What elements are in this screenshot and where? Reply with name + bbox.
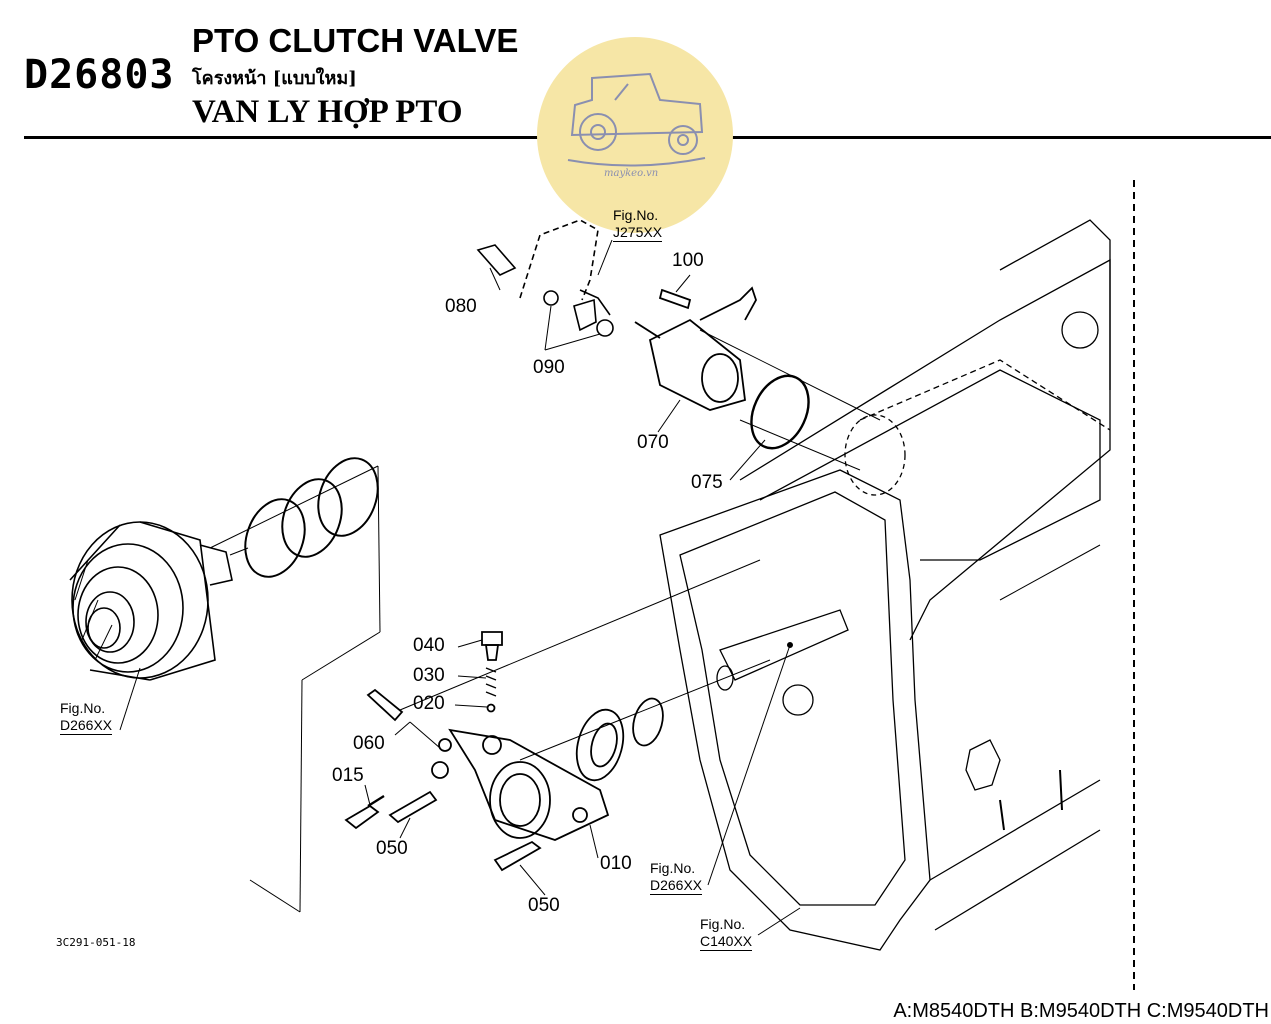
part-label-010: 010 [600,853,632,874]
fig-ref-j275-number: J275XX [613,224,663,242]
small-parts [344,631,542,872]
fig-ref-d266-left[interactable]: Fig.No. D266XX [60,700,113,735]
fig-ref-d266-right-label: Fig.No. [650,860,696,876]
snap-rings [229,457,379,578]
fig-ref-d266-right-number: D266XX [650,877,703,895]
part-label-015: 015 [332,765,364,786]
fig-ref-d266-left-number: D266XX [60,717,113,735]
watermark-logo: maykeo.vn [537,37,733,233]
fig-ref-c140-number: C140XX [700,933,753,951]
bearing-and-seals [575,697,664,782]
part-label-075: 075 [691,472,723,493]
fig-ref-j275[interactable]: Fig.No. J275XX [613,207,663,242]
part-label-050-a: 050 [376,838,408,859]
model-applicability: A:M8540DTH B:M9540DTH C:M9540DTH [893,1000,1269,1022]
diagram-code: D26803 [24,52,175,98]
part-label-030: 030 [413,665,445,686]
svg-text:maykeo.vn: maykeo.vn [604,168,658,179]
upper-valve-070 [634,286,810,450]
assembly-guide-lines [209,329,881,913]
leader-lines [119,239,801,936]
part-label-050-b: 050 [528,895,560,916]
fig-ref-d266-right[interactable]: Fig.No. D266XX [650,860,703,895]
part-label-070: 070 [637,432,669,453]
valve-body-010 [431,728,610,841]
fig-ref-d266-left-label: Fig.No. [60,700,106,716]
part-label-060: 060 [353,733,385,754]
title-thai: โครงหน้า [แบบใหม] [192,68,357,89]
pto-clutch-pack [69,521,233,681]
fig-ref-c140[interactable]: Fig.No. C140XX [700,916,753,951]
title-english: PTO CLUTCH VALVE [192,22,519,59]
fig-ref-c140-label: Fig.No. [700,916,746,932]
part-label-090: 090 [533,357,565,378]
part-label-040: 040 [413,635,445,656]
fig-ref-j275-label: Fig.No. [613,207,659,223]
pipe-and-banjo [476,219,614,337]
transmission-case [659,219,1111,951]
part-label-020: 020 [413,693,445,714]
title-vietnamese: VAN LY HỢP PTO [192,94,463,130]
part-label-100: 100 [672,250,704,271]
part-label-080: 080 [445,296,477,317]
illustration-number: 3C291-051-18 [56,936,136,949]
